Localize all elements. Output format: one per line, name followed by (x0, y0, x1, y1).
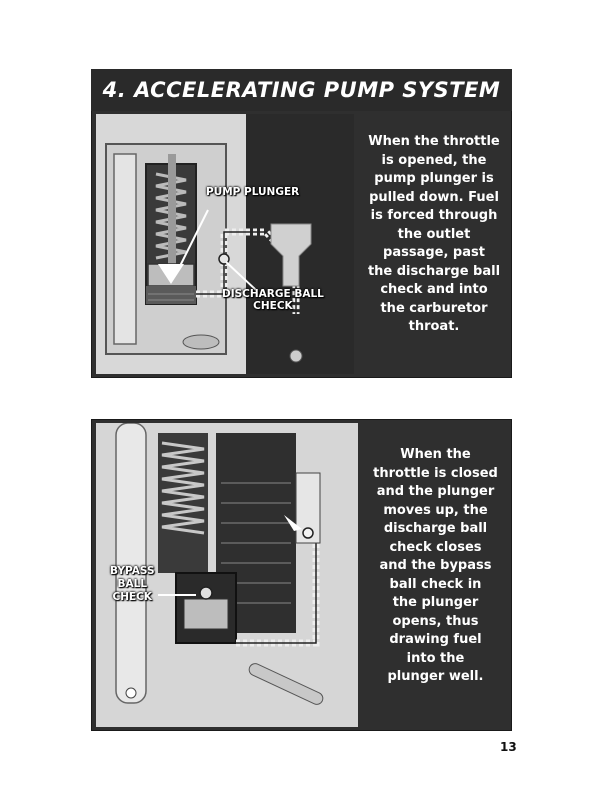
section-title: 4. ACCELERATING PUMP SYSTEM (102, 78, 501, 102)
pump-open-diagram: PUMP PLUNGER DISCHARGE BALL CHECK (96, 114, 354, 374)
pump-closed-diagram: BYPASS BALL CHECK (96, 423, 358, 727)
closed-throttle-caption: When the throttle is closed and the plun… (373, 447, 498, 684)
section-title-bar: 4. ACCELERATING PUMP SYSTEM (91, 69, 512, 111)
pump-closed-illustration (96, 423, 358, 727)
accelerating-pump-panel-closed: BYPASS BALL CHECK When the throttle is c… (91, 419, 512, 731)
page-number: 13 (500, 740, 517, 754)
pump-open-illustration (105, 114, 354, 374)
pump-plunger-label: PUMP PLUNGER (206, 186, 300, 198)
bypass-ball-check-label: BYPASS BALL CHECK (110, 565, 155, 603)
discharge-ball-check-label: DISCHARGE BALL CHECK (222, 288, 324, 312)
open-throttle-caption: When the throttle is opened, the pump pl… (367, 134, 501, 334)
accelerating-pump-panel-open: 4. ACCELERATING PUMP SYSTEM (91, 69, 512, 378)
